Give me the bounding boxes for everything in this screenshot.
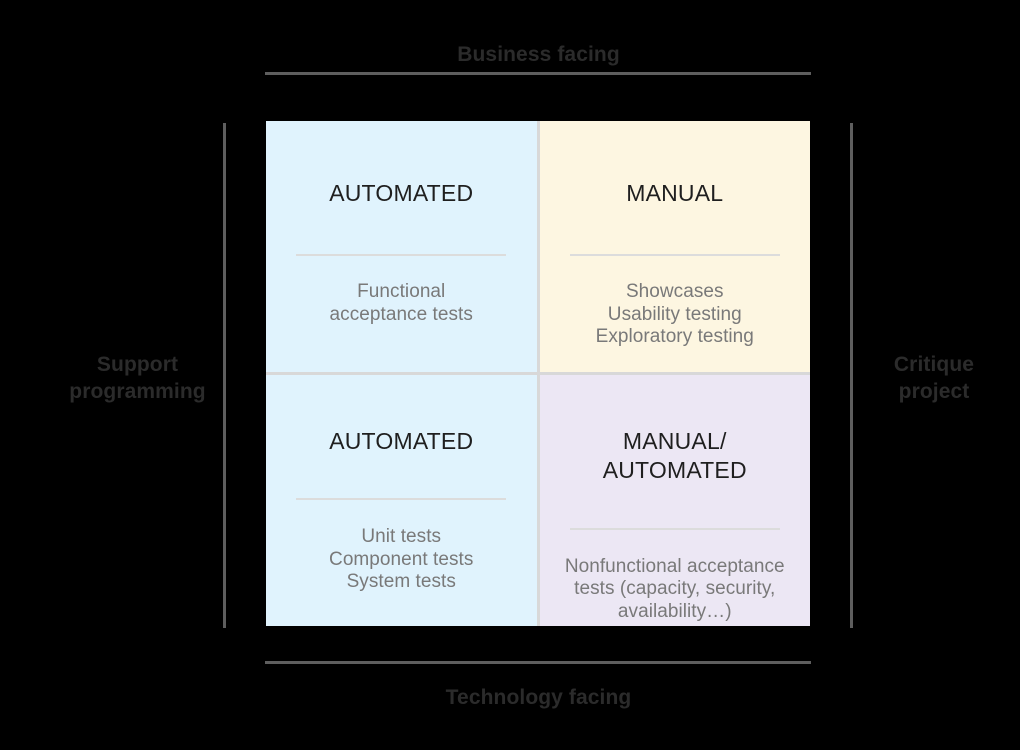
quadrant-divider	[296, 498, 507, 501]
quadrant-grid: AUTOMATED Functional acceptance tests MA…	[266, 121, 810, 626]
quadrant-divider	[569, 254, 780, 257]
quadrant-title: AUTOMATED	[329, 180, 474, 206]
quadrant-body: Functional acceptance tests	[329, 281, 473, 325]
quadrant-title: MANUAL	[626, 180, 724, 206]
quadrant-divider	[569, 527, 780, 530]
axis-label-support-programming: Support programming	[69, 353, 206, 404]
quadrant-title: MANUAL/ AUTOMATED	[602, 428, 747, 484]
quadrant-title: AUTOMATED	[329, 428, 474, 454]
quadrant-bottom-left[interactable]: AUTOMATED Unit tests Component tests Sys…	[266, 375, 537, 626]
axis-rule-right	[850, 123, 853, 628]
quadrant-divider	[296, 254, 507, 257]
quadrant-body: Showcases Usability testing Exploratory …	[595, 281, 754, 348]
quadrant-top-right[interactable]: MANUAL Showcases Usability testing Explo…	[539, 121, 810, 372]
axis-rule-bottom	[265, 661, 811, 664]
axis-rule-top	[265, 72, 811, 75]
axis-label-business-facing: Business facing	[457, 43, 620, 66]
axis-label-technology-facing: Technology facing	[445, 686, 632, 709]
axis-rule-left	[223, 123, 226, 628]
quadrant-body: Nonfunctional acceptance tests (capacity…	[564, 555, 785, 622]
axis-label-critique-project: Critique project	[893, 353, 975, 404]
quadrant-body: Unit tests Component tests System tests	[329, 526, 474, 593]
quadrant-bottom-right[interactable]: MANUAL/ AUTOMATED Nonfunctional acceptan…	[539, 375, 810, 626]
quadrant-top-left[interactable]: AUTOMATED Functional acceptance tests	[266, 121, 537, 372]
